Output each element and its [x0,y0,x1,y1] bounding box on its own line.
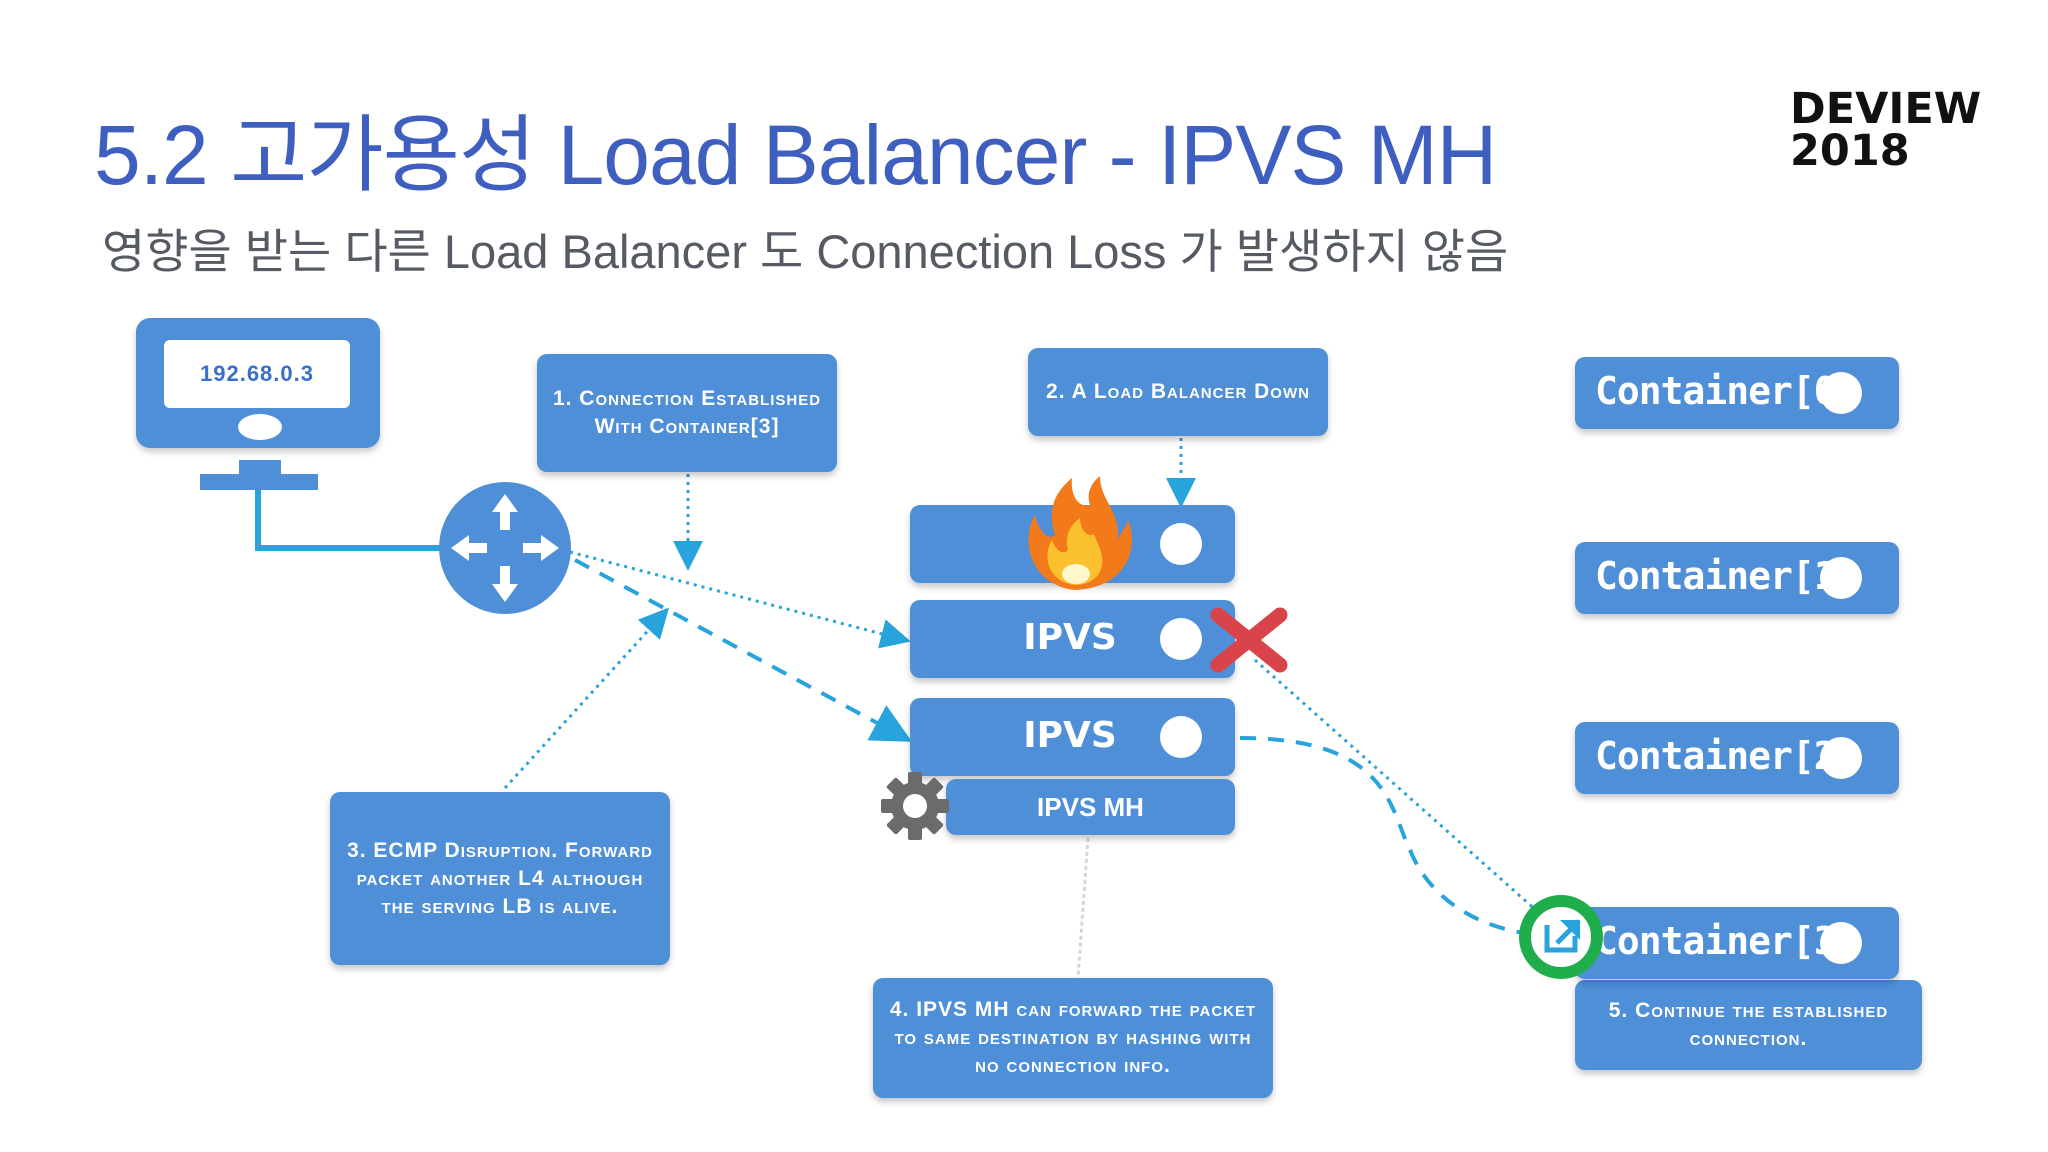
container-led [1820,557,1862,599]
server-down [910,505,1235,583]
server-led [1160,523,1202,565]
server-label: IPVS [1023,617,1117,658]
container-0: Container[0] [1575,357,1899,429]
container-label: Container[2] [1595,734,1859,778]
module-label: IPVS MH [1037,791,1144,822]
monitor-button [238,414,282,440]
container-1: Container[1] [1575,542,1899,614]
connection-path-original [569,550,911,649]
page-title: 5.2 고가용성 Load Balancer - IPVS MH [94,108,1497,202]
container-label: Container[1] [1595,554,1859,598]
monitor-stand [239,460,281,474]
monitor-icon: 192.68.0.3 [136,318,380,448]
logo-line-1: DEVIEW [1790,84,1982,134]
connection-path-ipvs2-container3 [1254,658,1539,914]
module-link [1076,837,1090,979]
event-logo: DEVIEW 2018 [1790,84,1982,176]
container-label: Container[3] [1595,919,1859,963]
client-cable [255,488,440,551]
container-led [1820,372,1862,414]
monitor-base [200,474,318,490]
note-connection-established: 1. Connection Established With Container… [537,354,837,472]
note-ipvs-mh-hashing: 4. IPVS MH can forward the packet to sam… [873,978,1273,1098]
container-2: Container[2] [1575,722,1899,794]
server-led [1160,716,1202,758]
note-continue-connection: 5. Continue the established connection. [1575,980,1922,1070]
server-label: IPVS [1023,715,1117,756]
server-ipvs-1: IPVS [910,600,1235,678]
note-load-balancer-down: 2. A Load Balancer Down [1028,348,1328,436]
monitor-screen: 192.68.0.3 [164,340,350,408]
server-ipvs-2: IPVS [910,698,1235,776]
container-label: Container[0] [1595,369,1859,413]
logo-line-2: 2018 [1790,126,1910,176]
note3-pointer [503,607,670,790]
server-led [1160,618,1202,660]
note-ecmp-disruption: 3. ECMP Disruption. Forward packet anoth… [330,792,670,965]
page-subtitle: 영향을 받는 다른 Load Balancer 도 Connection Los… [102,225,1509,278]
container-3: Container[3] [1575,907,1899,979]
container-led [1820,922,1862,964]
container-led [1820,737,1862,779]
client-ip: 192.68.0.3 [200,361,314,386]
connection-path-rerouted [574,558,913,742]
ipvs-mh-module: IPVS MH [946,779,1235,835]
connection-path-ipvs3-container3 [1239,736,1541,937]
